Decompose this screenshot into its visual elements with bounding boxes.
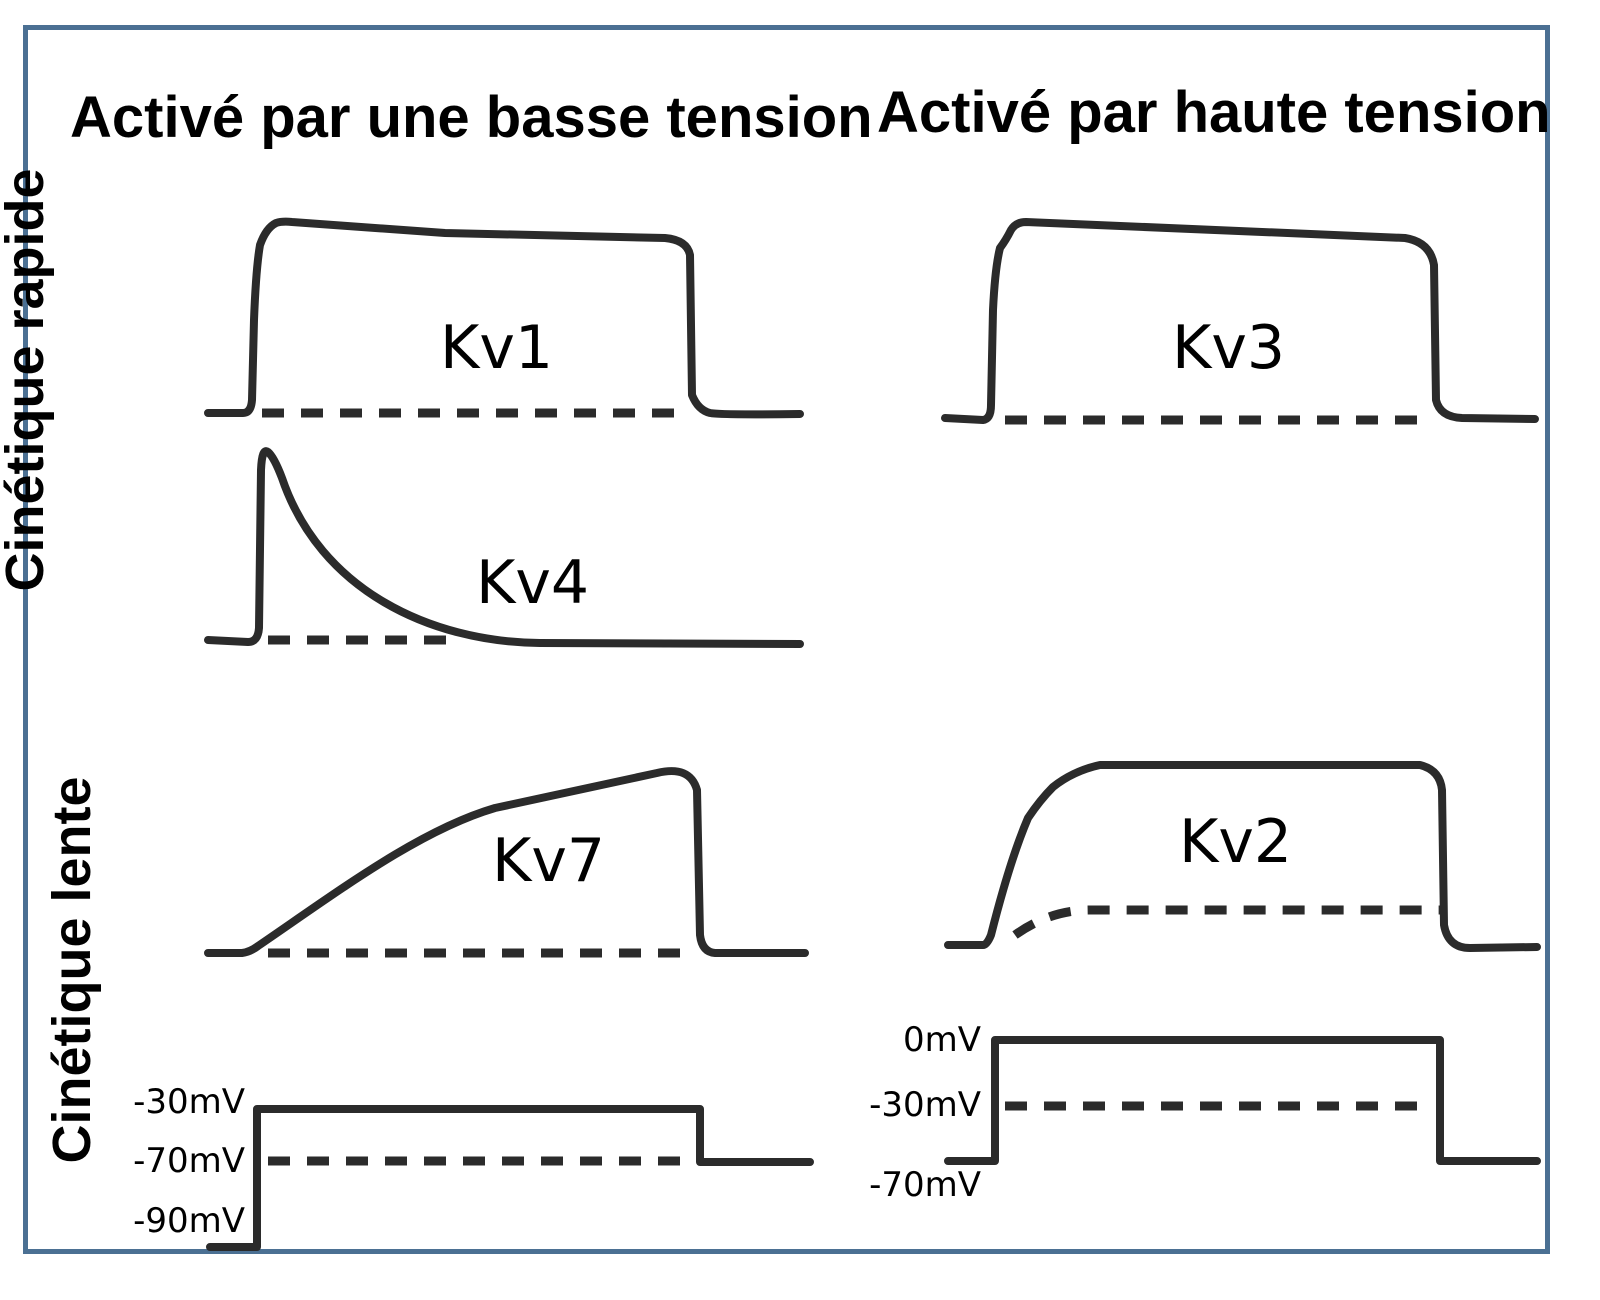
kv1-current-trace — [204, 217, 804, 419]
kv2-trace-group: Kv2 — [944, 761, 1541, 952]
protocol-high-step-trace — [944, 1036, 1541, 1165]
kv4-label: Kv4 — [476, 548, 589, 618]
protocol-low-label-1: -30mV — [133, 1082, 245, 1122]
protocol-low-voltage: -30mV -70mV -90mV — [133, 1082, 814, 1251]
protocol-high-voltage: 0mV -30mV -70mV — [869, 1020, 1541, 1205]
kv4-current-trace — [204, 447, 804, 648]
protocol-high-label-3: -70mV — [869, 1165, 981, 1205]
kv3-current-trace — [941, 218, 1539, 424]
protocol-low-label-3: -90mV — [133, 1201, 245, 1241]
row-label-fast-kinetics: Cinétique rapide — [0, 168, 55, 591]
header-high-voltage: Activé par haute tension — [877, 80, 1551, 145]
kv3-label: Kv3 — [1172, 313, 1285, 383]
kv2-activation-dashed — [1012, 905, 1440, 939]
protocol-low-label-2: -70mV — [133, 1141, 245, 1181]
kv7-trace-group: Kv7 — [204, 767, 809, 958]
protocol-low-step-trace — [206, 1105, 814, 1251]
kv3-trace-group: Kv3 — [941, 218, 1539, 425]
kv2-current-trace — [944, 761, 1541, 952]
kv7-label: Kv7 — [492, 826, 605, 896]
kv7-current-trace — [204, 767, 809, 957]
protocol-high-label-2: -30mV — [869, 1085, 981, 1125]
header-low-voltage: Activé par une basse tension — [70, 85, 873, 150]
figure-frame — [23, 25, 1550, 1254]
kv1-trace-group: Kv1 — [204, 217, 804, 419]
kv2-label: Kv2 — [1179, 807, 1292, 877]
row-label-slow-kinetics: Cinétique lente — [42, 776, 102, 1163]
kv1-label: Kv1 — [440, 313, 553, 383]
protocol-high-label-1: 0mV — [903, 1020, 981, 1060]
kv4-trace-group: Kv4 — [204, 447, 804, 648]
